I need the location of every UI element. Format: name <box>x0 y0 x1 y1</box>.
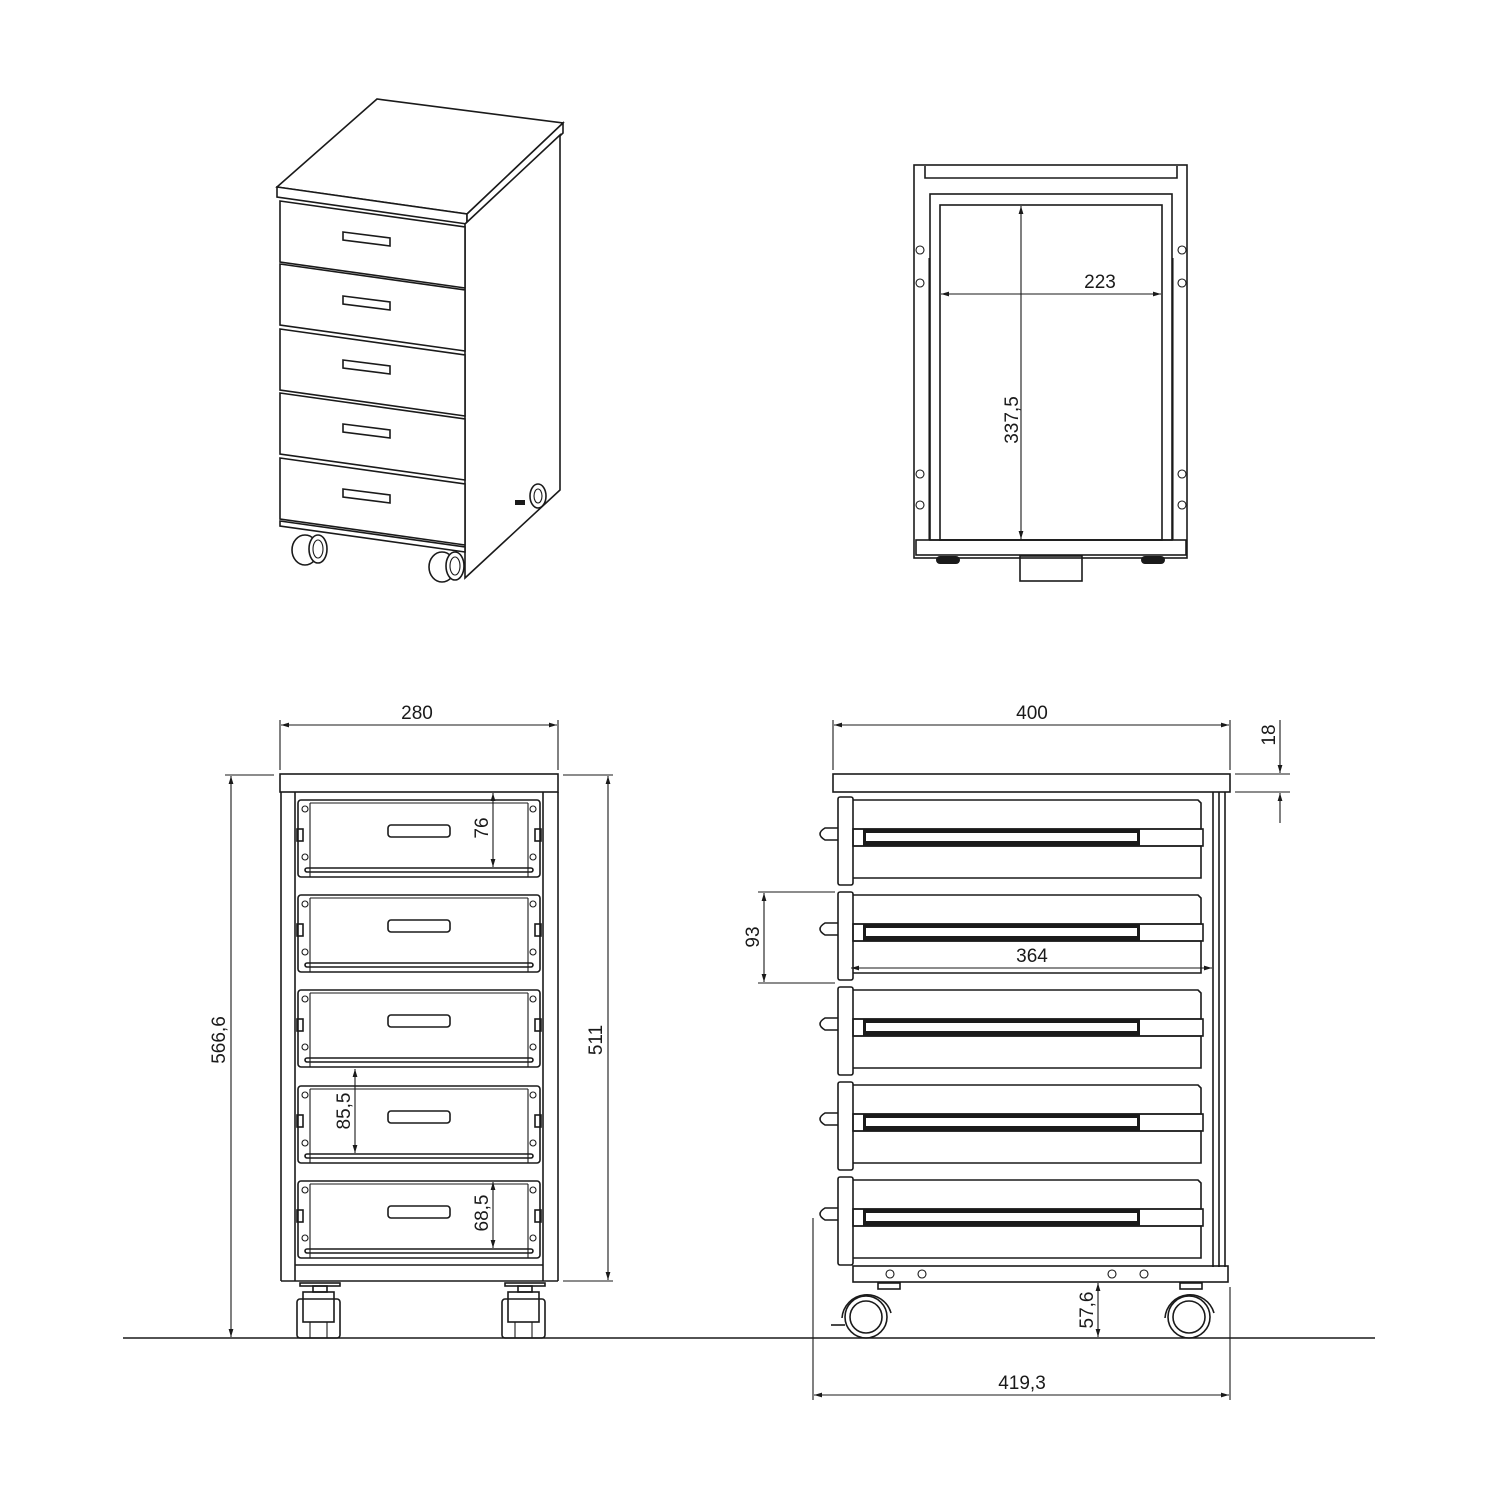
side-casters <box>831 1282 1215 1339</box>
front-drawer <box>296 989 542 1068</box>
front-view: 280 566,6 511 76 85,5 68,5 <box>123 703 1375 1339</box>
front-drawer <box>296 1085 542 1164</box>
dim-carcass-height: 511 <box>586 1025 607 1055</box>
front-drawer <box>296 1180 542 1259</box>
side-drawer <box>819 1081 1204 1171</box>
side-handle <box>819 827 838 841</box>
dim-drawer-inner-top: 76 <box>472 817 493 838</box>
dim-overall-width: 280 <box>401 703 433 724</box>
iso-casters <box>291 483 547 583</box>
dim-drawer-front: 85,5 <box>334 1093 355 1130</box>
dim-overall-height: 566,6 <box>209 1016 230 1064</box>
iso-handle <box>342 359 391 375</box>
dim-top-depth: 400 <box>1016 703 1048 724</box>
iso-handle <box>342 423 391 439</box>
front-drawer <box>296 894 542 973</box>
dim-drawer-inner-bottom: 68,5 <box>472 1195 493 1232</box>
side-handle <box>819 1112 838 1126</box>
side-handle <box>819 1017 838 1031</box>
front-casters <box>296 1282 546 1339</box>
iso-handle <box>342 488 391 504</box>
iso-handle <box>342 231 391 247</box>
isometric-view <box>275 98 565 583</box>
dim-overall-depth: 419,3 <box>998 1373 1046 1394</box>
dim-ground-clearance: 57,6 <box>1077 1292 1098 1329</box>
dim-inner-width: 223 <box>1084 272 1116 293</box>
dim-top-thickness: 18 <box>1259 724 1280 745</box>
side-handle <box>819 1207 838 1221</box>
side-drawer <box>819 891 1204 981</box>
dim-inner-depth: 337,5 <box>1002 396 1023 444</box>
dim-runner-length: 364 <box>1016 946 1048 967</box>
side-view: 400 18 93 364 57,6 419,3 <box>743 703 1290 1400</box>
iso-drawers <box>279 200 466 553</box>
side-drawer <box>819 986 1204 1076</box>
drawer-plan-view: 223 337,5 <box>913 164 1188 582</box>
iso-handle <box>342 295 391 311</box>
plan-mounting-holes <box>915 245 1187 510</box>
front-drawers <box>296 799 542 1259</box>
side-drawers <box>819 796 1204 1266</box>
dim-drawer-pitch: 93 <box>743 926 764 947</box>
side-handle <box>819 922 838 936</box>
side-drawer <box>819 796 1204 886</box>
front-drawer <box>296 799 542 878</box>
side-drawer <box>819 1176 1204 1266</box>
